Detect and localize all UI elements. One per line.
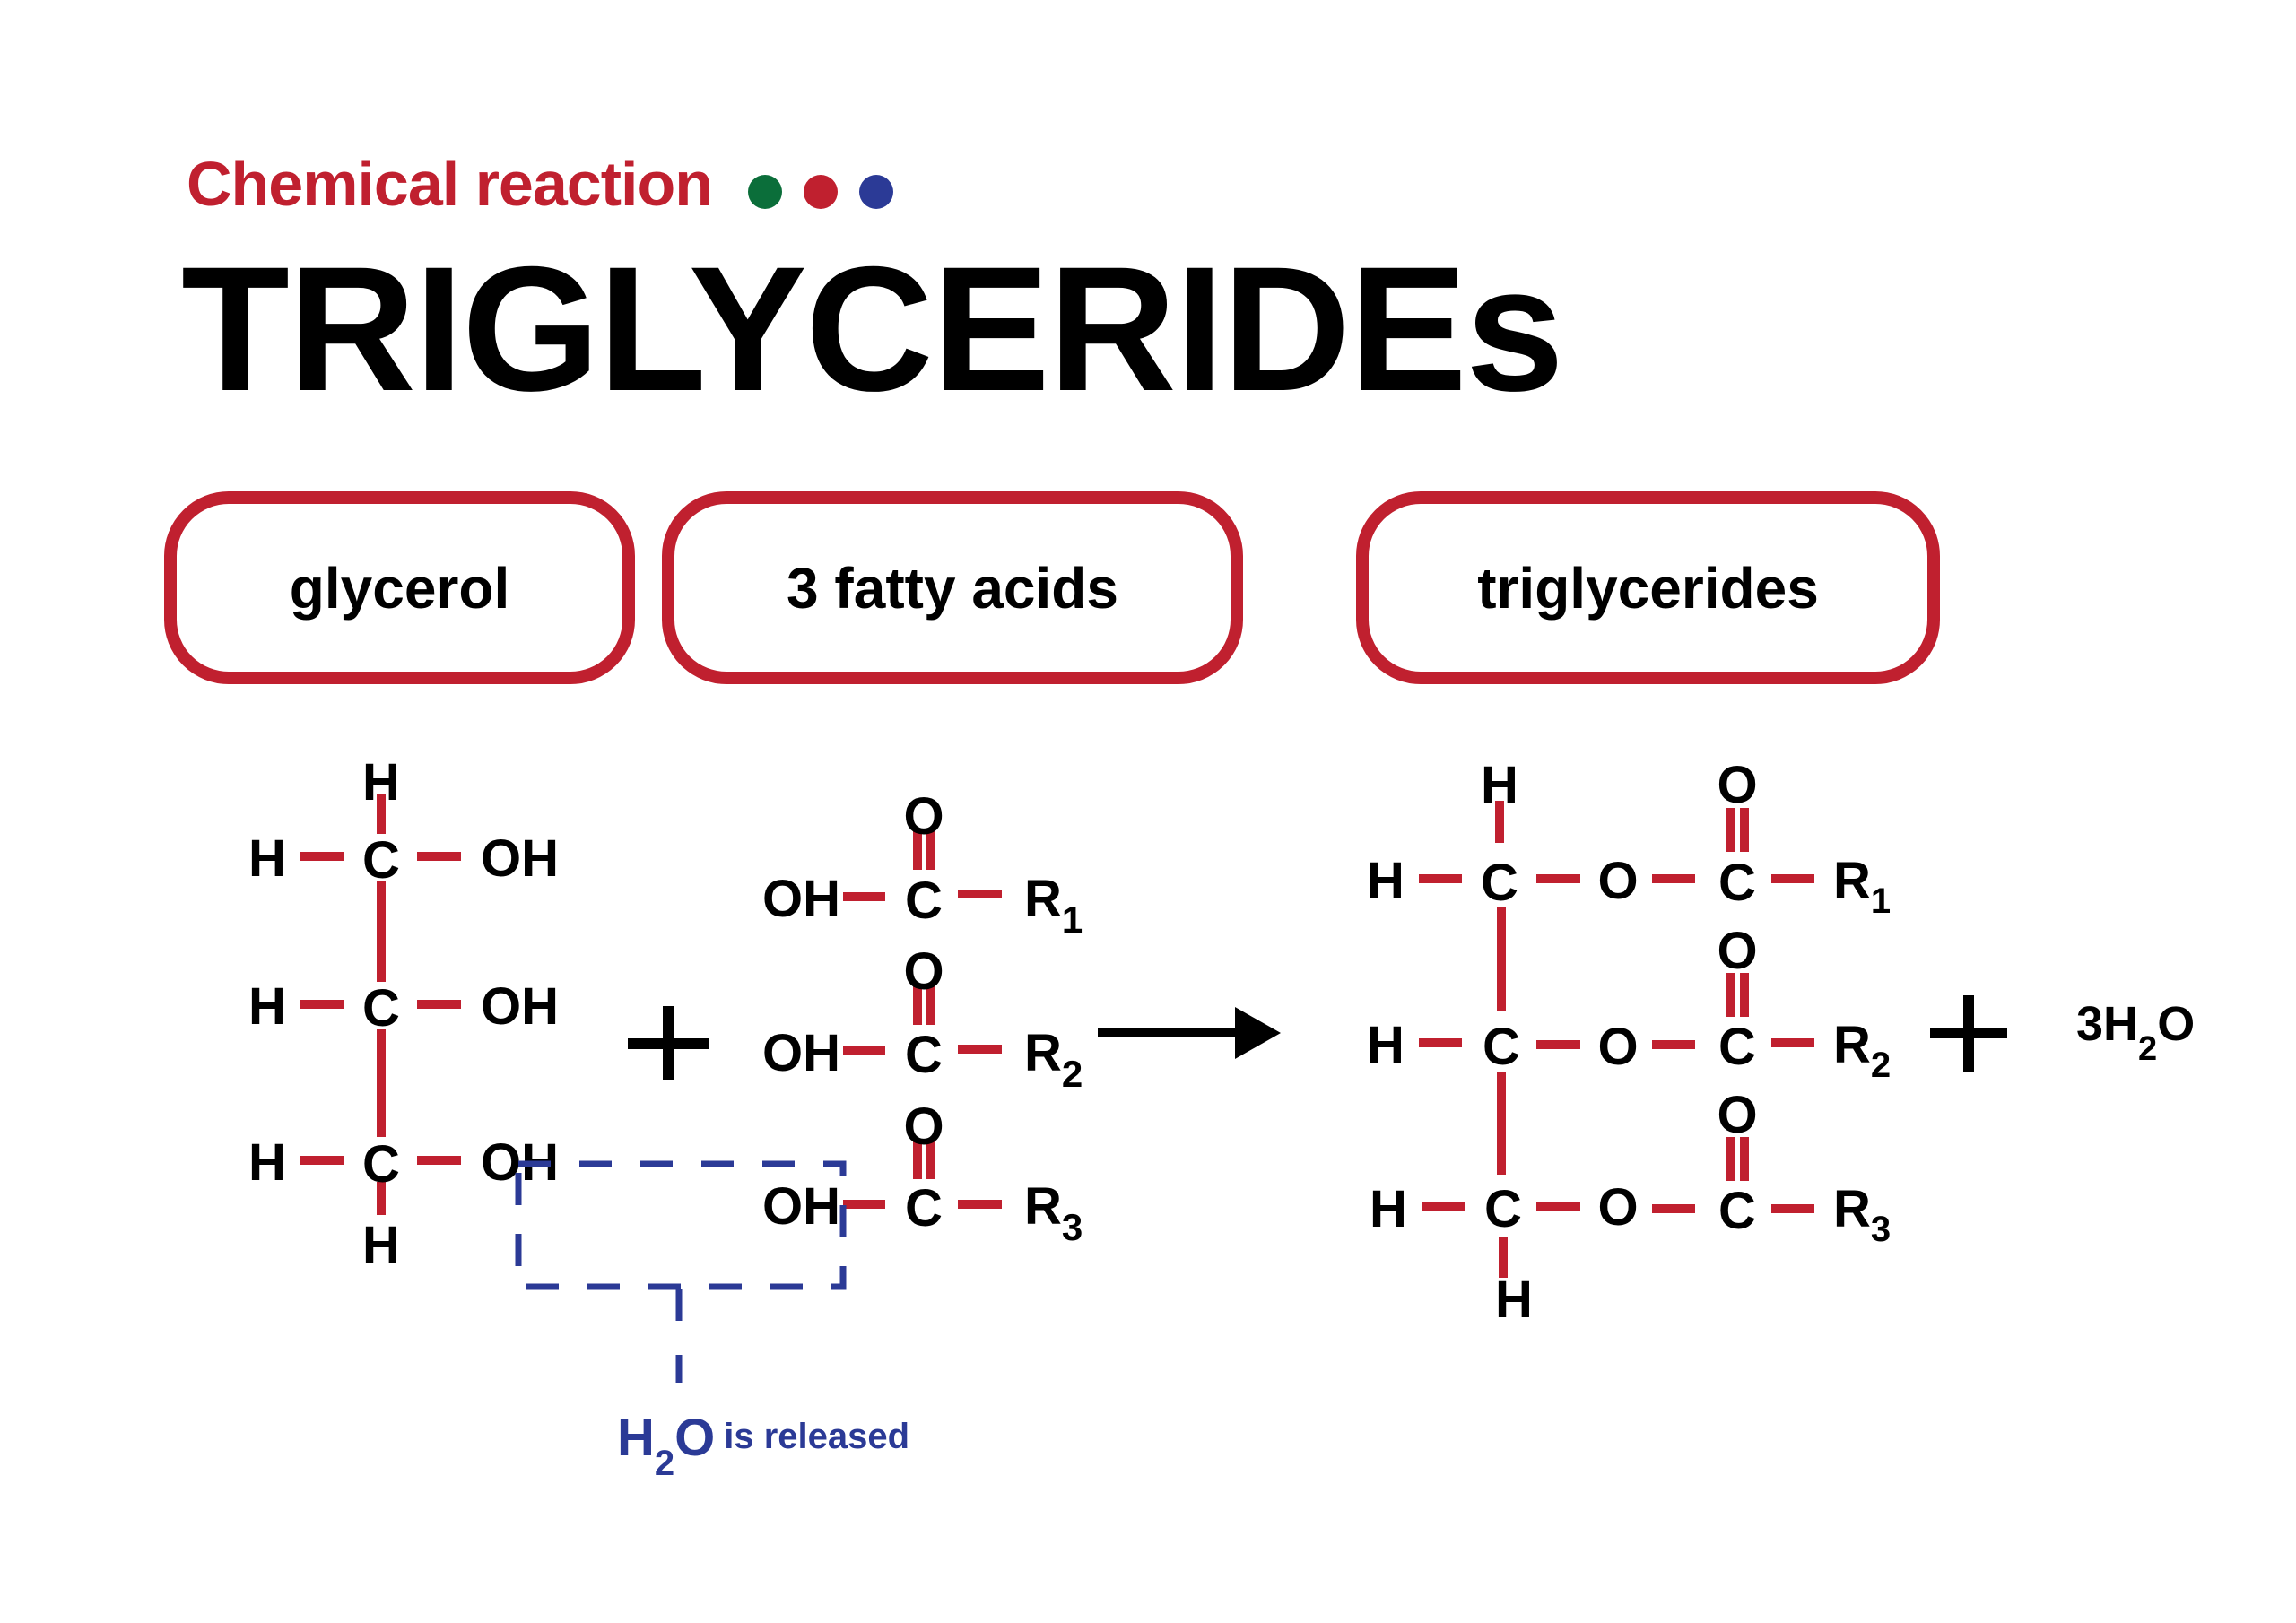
fa1-carbonyl-o: O — [903, 787, 944, 846]
triglycerides-label: triglycerides — [1477, 555, 1819, 621]
glycerol-top-h: H — [362, 753, 400, 812]
tg-row1-o: O — [1597, 852, 1638, 910]
dashed-box — [515, 1160, 847, 1290]
red-dot-icon — [804, 175, 838, 209]
tg-row3-c2: C — [1718, 1182, 1756, 1240]
tg-row2-carbonyl-o: O — [1717, 922, 1757, 980]
tg-row2-c2: C — [1718, 1018, 1756, 1076]
fa3-r: R3 — [1024, 1177, 1083, 1248]
page-title: TRIGLYCERIDEs — [181, 230, 1564, 428]
tg-row1-h: H — [1367, 852, 1405, 910]
reaction-arrow-icon — [1098, 1007, 1281, 1059]
glycerol-structure: H H C OH H C OH H C OH H — [248, 753, 559, 1274]
fa2-c: C — [905, 1026, 943, 1084]
glycerol-row1-oh: OH — [481, 829, 559, 888]
fa1-oh: OH — [762, 870, 840, 928]
glycerol-label-box: glycerol — [164, 491, 635, 684]
fa1-c: C — [905, 872, 943, 930]
tg-row1-carbonyl-o: O — [1717, 756, 1757, 814]
tg-top-h: H — [1481, 756, 1518, 814]
triglyceride-structure: H O H C O C R1 O H C O C R2 O H C O C R3… — [1367, 756, 1891, 1329]
fa2-oh: OH — [762, 1024, 840, 1082]
tg-row1-c: C — [1481, 854, 1518, 912]
fatty-acids-label: 3 fatty acids — [787, 555, 1118, 621]
tg-row1-c2: C — [1718, 854, 1756, 912]
product-water: 3H2O — [2076, 997, 2195, 1068]
tg-row2-c: C — [1483, 1018, 1520, 1076]
glycerol-row2-oh: OH — [481, 977, 559, 1036]
blue-dot-icon — [859, 175, 893, 209]
tg-row1-r: R1 — [1833, 852, 1891, 921]
fatty-acids-label-box: 3 fatty acids — [662, 491, 1243, 684]
green-dot-icon — [748, 175, 782, 209]
triglycerides-label-box: triglycerides — [1356, 491, 1940, 684]
plus-icon-products — [1930, 995, 2007, 1072]
glycerol-bottom-h: H — [362, 1216, 400, 1274]
fatty-acid-bonds — [843, 831, 1002, 1209]
subtitle: Chemical reaction — [187, 149, 713, 219]
fatty-acids-structure: O OH C R1 O OH C R2 O OH C R3 — [762, 787, 1083, 1248]
fa3-carbonyl-o: O — [903, 1098, 944, 1156]
glycerol-row3-h: H — [248, 1133, 286, 1192]
tg-row3-h: H — [1370, 1180, 1407, 1238]
triglyceride-bonds — [1419, 801, 1814, 1278]
fa3-oh: OH — [762, 1177, 840, 1236]
glycerol-row1-h: H — [248, 829, 286, 888]
fa2-carbonyl-o: O — [903, 942, 944, 1001]
tg-row3-o: O — [1597, 1178, 1638, 1237]
tg-row2-h: H — [1367, 1016, 1405, 1074]
tg-row3-carbonyl-o: O — [1717, 1086, 1757, 1144]
glycerol-label: glycerol — [289, 555, 510, 621]
tg-row2-o: O — [1597, 1018, 1638, 1076]
tg-bottom-h: H — [1495, 1271, 1533, 1329]
tg-row2-r: R2 — [1833, 1016, 1891, 1085]
plus-icon — [628, 1006, 709, 1080]
glycerol-row2-h: H — [248, 977, 286, 1036]
fa2-r: R2 — [1024, 1024, 1083, 1095]
glycerol-row2-c: C — [362, 979, 400, 1037]
tg-row3-c: C — [1484, 1180, 1522, 1238]
fa1-r: R1 — [1024, 870, 1083, 941]
fa3-c: C — [905, 1179, 943, 1237]
glycerol-row1-c: C — [362, 831, 400, 890]
glycerol-row3-c: C — [362, 1135, 400, 1193]
tg-row3-r: R3 — [1833, 1180, 1891, 1249]
glycerol-bonds — [300, 794, 461, 1215]
